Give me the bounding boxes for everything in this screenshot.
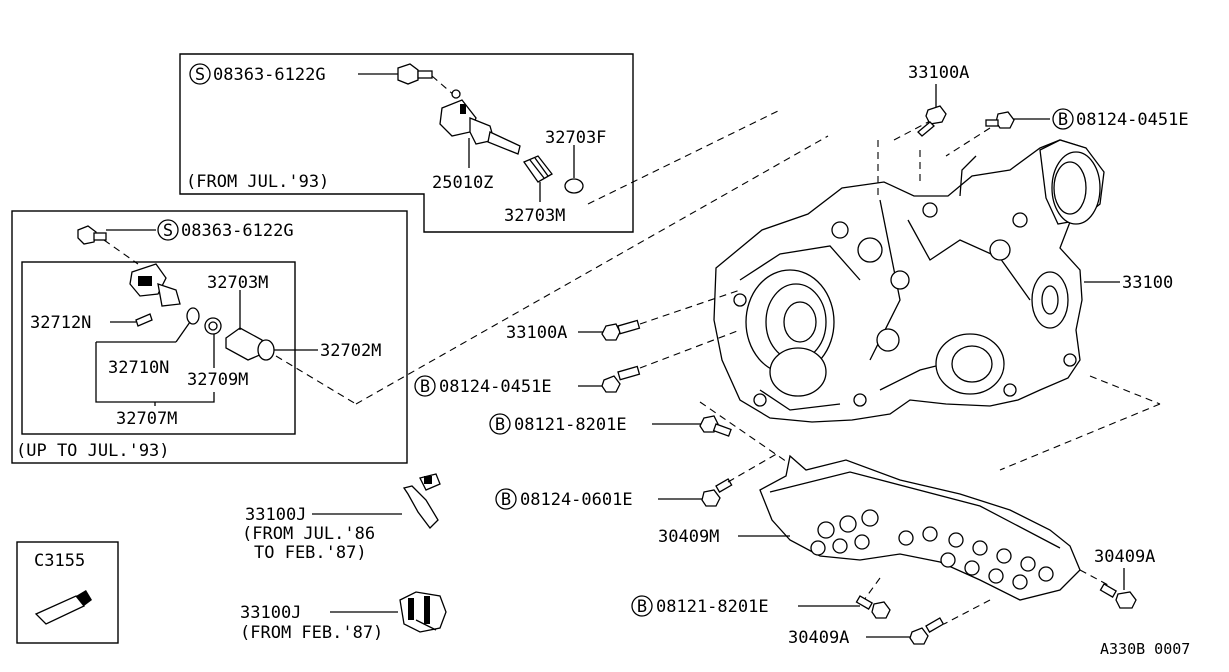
note-to-feb87: TO FEB.'87) <box>254 543 367 563</box>
note-from-jul93: (FROM JUL.'93) <box>186 172 329 192</box>
part-number-08124-0601e: 08124-0601E <box>520 490 633 510</box>
part-number-25010z: 25010Z <box>432 173 493 193</box>
part-number-32703f: 32703F <box>545 128 606 148</box>
protector-plate-30409m <box>759 454 1081 601</box>
part-number-32703m-top: 32703M <box>504 206 565 226</box>
part-number-08121-8201e-mid: 08121-8201E <box>514 415 627 435</box>
transfer-case-assembly-33100 <box>713 139 1105 423</box>
svg-text:B: B <box>420 377 430 397</box>
svg-text:B: B <box>1058 110 1068 130</box>
bolt-08124-0601e <box>701 478 733 507</box>
part-number-08363-6122g-top: 08363-6122G <box>213 65 326 85</box>
part-number-30409a-right: 30409A <box>1094 547 1155 567</box>
s-marker-top: S <box>189 63 211 85</box>
b-marker-mid-2: B <box>489 413 511 435</box>
seal-32709m <box>204 317 222 335</box>
bolt-08124-0451e-mid <box>601 365 641 393</box>
bracket-33100j-2 <box>399 591 447 633</box>
b-marker-mid-1: B <box>414 375 436 397</box>
part-number-08121-8201e-bottom: 08121-8201E <box>656 597 769 617</box>
b-marker-top-right: B <box>1052 108 1074 130</box>
bolt-30409a-right <box>1099 583 1137 609</box>
part-number-08124-0451e-mid: 08124-0451E <box>439 377 552 397</box>
s-marker-left: S <box>157 219 179 241</box>
part-number-32712n: 32712N <box>30 313 91 333</box>
part-number-33100j-1: 33100J <box>245 505 306 525</box>
svg-text:B: B <box>637 597 647 617</box>
part-number-33100a-mid: 33100A <box>506 323 567 343</box>
bolt-left-inset <box>77 225 107 245</box>
svg-text:S: S <box>163 221 173 241</box>
part-number-32710n: 32710N <box>108 358 169 378</box>
grease-tube-icon <box>34 590 92 625</box>
inset-frame-up-to-jul93 <box>11 210 408 464</box>
sensor-25010z-top <box>439 89 521 155</box>
sensor-32712n-left <box>129 263 181 307</box>
inset-frame-from-jul93 <box>179 53 634 233</box>
svg-text:B: B <box>501 490 511 510</box>
part-number-33100: 33100 <box>1122 273 1173 293</box>
part-number-32709m: 32709M <box>187 370 248 390</box>
note-from-jul86: (FROM JUL.'86 <box>242 524 375 544</box>
bolt-33100a-top <box>917 105 947 137</box>
bolt-08124-0451e-top <box>985 111 1015 129</box>
bolt-top-inset <box>397 63 433 85</box>
part-number-08363-6122g-left: 08363-6122G <box>181 221 294 241</box>
bolt-08121-8201e-bottom <box>855 595 891 619</box>
gear-32703m-left <box>225 327 275 361</box>
part-number-33100j-2: 33100J <box>240 603 301 623</box>
bolt-33100a-mid <box>601 319 641 341</box>
o-ring-32710n <box>186 307 200 325</box>
note-from-feb87: (FROM FEB.'87) <box>240 623 383 643</box>
note-up-to-jul93: (UP TO JUL.'93) <box>16 441 170 461</box>
part-number-32707m: 32707M <box>116 409 177 429</box>
b-marker-mid-3: B <box>495 488 517 510</box>
bolt-08121-8201e-mid <box>699 415 732 437</box>
strap-33100j-1 <box>402 473 441 529</box>
inset-subframe <box>21 261 296 435</box>
clip-32703f <box>564 178 584 194</box>
part-number-08124-0451e-top: 08124-0451E <box>1076 110 1189 130</box>
diagram-code: A330B 0007 <box>1100 640 1190 658</box>
gear-32703m-top <box>523 155 553 183</box>
part-number-c3155: C3155 <box>34 551 85 571</box>
part-number-32702m: 32702M <box>320 341 381 361</box>
part-number-33100a-top: 33100A <box>908 63 969 83</box>
b-marker-bottom: B <box>631 595 653 617</box>
c3155-box <box>16 541 119 644</box>
part-number-30409a-bottom: 30409A <box>788 628 849 648</box>
part-number-30409m: 30409M <box>658 527 719 547</box>
svg-text:S: S <box>195 65 205 85</box>
svg-text:B: B <box>495 415 505 435</box>
bolt-30409a-bottom <box>909 617 945 645</box>
part-number-32703m-left: 32703M <box>207 273 268 293</box>
